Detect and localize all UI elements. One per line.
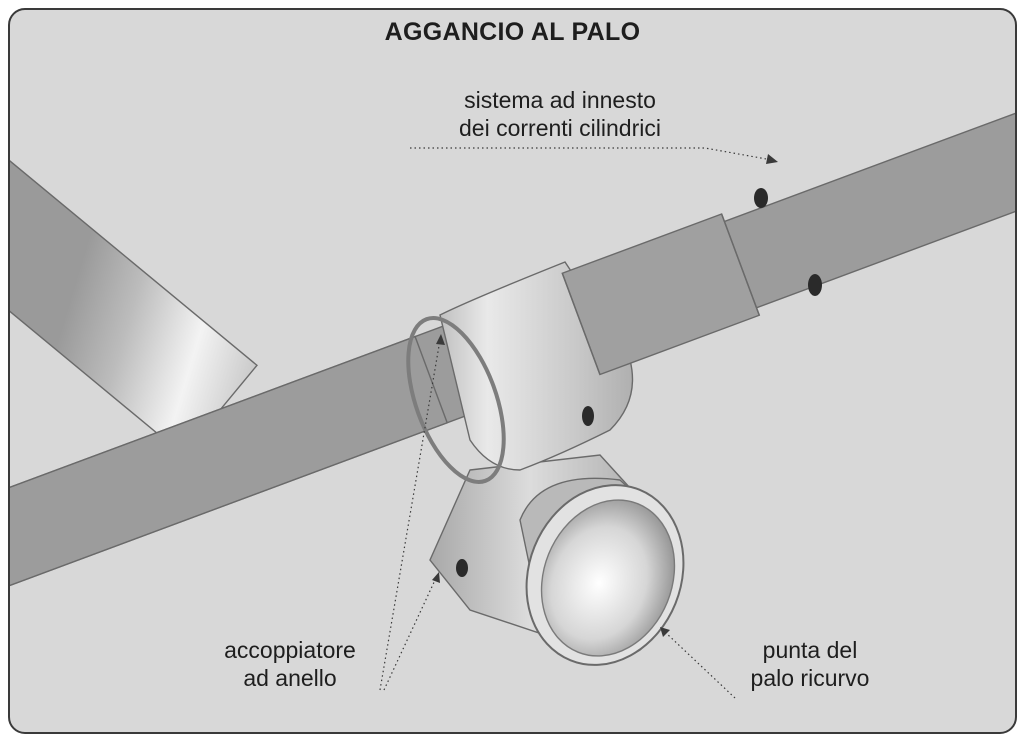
pole-tip	[519, 477, 685, 666]
bolt-hole	[808, 274, 822, 296]
bolt-hole	[582, 406, 594, 426]
leader-lines	[379, 147, 773, 699]
label-ring-coupler-line2: ad anello	[243, 665, 337, 691]
leader-ring-coupler-upper	[379, 339, 441, 691]
pole-tip-bore	[540, 499, 676, 657]
label-ring-coupler: accoppiatore ad anello	[200, 636, 380, 692]
bolt-hole	[754, 188, 768, 208]
diagram-title: AGGANCIO AL PALO	[384, 18, 641, 46]
label-tube-system-line2: dei correnti cilindrici	[459, 115, 661, 141]
label-tube-system-line1: sistema ad innesto	[464, 87, 656, 113]
tube-sleeve	[561, 213, 761, 376]
label-tube-system: sistema ad innesto dei correnti cilindri…	[410, 86, 710, 142]
label-pole-tip: punta del palo ricurvo	[720, 636, 900, 692]
frame-border	[8, 8, 1017, 734]
label-pole-tip-line1: punta del	[762, 637, 858, 663]
bolt-hole	[456, 559, 468, 577]
label-ring-coupler-line1: accoppiatore	[224, 637, 356, 663]
label-pole-tip-line2: palo ricurvo	[750, 665, 870, 691]
leader-arrowheads	[432, 154, 778, 637]
